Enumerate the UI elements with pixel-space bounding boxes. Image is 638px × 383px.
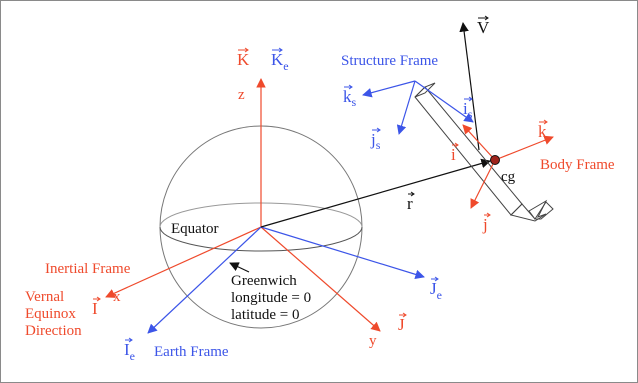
vector-V-label: V	[477, 18, 490, 37]
vector-I-label: I	[92, 299, 98, 318]
vector-Ie-label: Ie	[124, 340, 135, 363]
latitude-label: latitude = 0	[231, 307, 299, 323]
vernal-line-2: Equinox	[25, 306, 76, 322]
body-j-axis	[470, 159, 496, 209]
earth-ie-axis	[147, 226, 262, 334]
body-k-axis	[494, 135, 554, 161]
cg-marker	[490, 155, 500, 165]
vector-is-label: is	[463, 99, 473, 121]
vector-Je-label: Je	[430, 279, 442, 302]
equator-front	[159, 226, 363, 252]
x-axis-label: x	[113, 289, 121, 305]
earth-frame-label: Earth Frame	[154, 344, 229, 360]
greenwich-label: Greenwich	[231, 273, 297, 289]
inertial-x-axis	[105, 226, 262, 298]
vector-overarrows	[93, 15, 548, 343]
vector-j-label: j	[482, 215, 488, 234]
greenwich-pointer	[229, 262, 250, 273]
structure-frame-label: Structure Frame	[341, 53, 438, 69]
vernal-line-1: Vernal	[25, 289, 64, 305]
vehicle-body	[414, 82, 554, 222]
z-axis-label: z	[238, 87, 245, 103]
vernal-line-3: Direction	[25, 323, 82, 339]
structure-js-axis	[396, 80, 416, 135]
vector-js-label: js	[370, 130, 381, 152]
velocity-vector	[459, 22, 480, 151]
inertial-frame-label: Inertial Frame	[45, 261, 131, 277]
vector-K-label: K⃗	[237, 50, 250, 69]
vector-i-label: i	[451, 145, 456, 164]
vector-k-label: k	[538, 122, 547, 141]
y-axis-label: y	[369, 333, 377, 349]
cg-label: cg	[501, 169, 516, 185]
vector-r-label: r	[407, 194, 413, 213]
earth-je-axis	[260, 226, 425, 280]
inertial-y-axis	[260, 226, 381, 332]
equator-label: Equator	[171, 221, 218, 237]
body-i-axis	[462, 124, 496, 161]
vector-ks-label: ks	[343, 87, 357, 109]
body-frame-label: Body Frame	[540, 157, 615, 173]
structure-is-axis	[414, 80, 474, 123]
position-vector-r	[260, 158, 491, 228]
longitude-label: longitude = 0	[231, 290, 311, 306]
vector-J-label: J	[398, 315, 405, 334]
structure-ks-axis	[362, 80, 416, 98]
vector-Ke-label: Ke	[271, 50, 289, 73]
